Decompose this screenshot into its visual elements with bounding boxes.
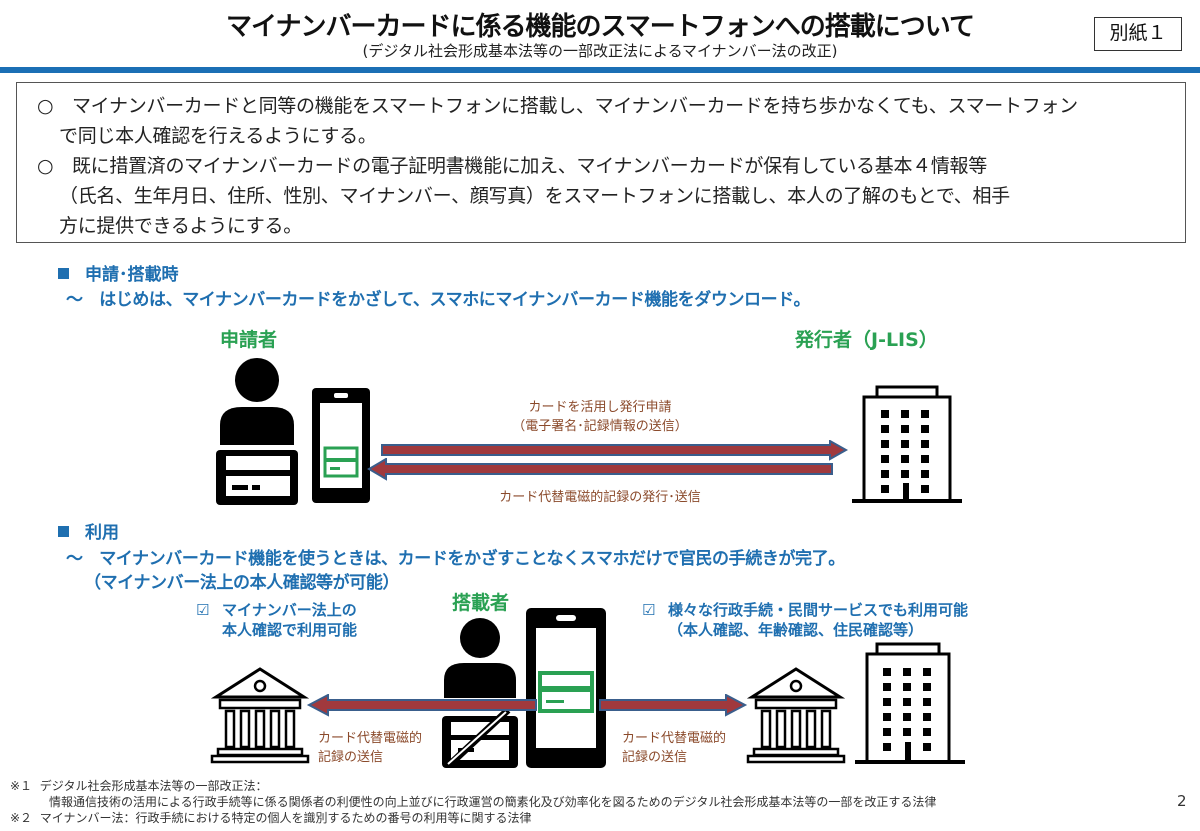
page-title: マイナンバーカードに係る機能のスマートフォンへの搭載について [226, 12, 975, 42]
summary-item-2-line2: （氏名、生年月日、住所、性別、マイナンバー、顔写真）をスマートフォンに搭載し、本… [59, 185, 1010, 207]
section-apply-heading-text: 申請･搭載時 [85, 265, 179, 285]
section-apply-heading: 申請･搭載時 [58, 260, 179, 285]
footnote-2-text: マイナンバー法：行政手続における特定の個人を識別するための番号の利用等に関する法… [39, 811, 532, 825]
footnote-2: ※２ マイナンバー法：行政手続における特定の個人を識別するための番号の利用等に関… [10, 811, 531, 826]
footnote-1: ※１ デジタル社会形成基本法等の一部改正法： [10, 779, 267, 794]
section-use-heading-text: 利用 [85, 523, 119, 543]
issue-arrow-left [366, 458, 836, 482]
request-arrow-label: カードを活用し発行申請 （電子署名･記録情報の送信） [470, 398, 730, 436]
page-number: 2 [1177, 792, 1187, 810]
right-note-line1: 様々な行政手続・民間サービスでも利用可能 [668, 601, 969, 619]
summary-item-1-line2: で同じ本人確認を行えるようにする。 [59, 125, 377, 147]
applicant-smartphone-icon [312, 388, 370, 503]
issue-arrow-label: カード代替電磁的記録の発行･送信 [499, 490, 701, 505]
government-building-left-icon [210, 665, 310, 765]
footnote-1-detail: 情報通信技術の活用による行政手続等に係る関係者の利便性の向上並びに行政運営の簡素… [49, 795, 937, 809]
left-note: ☑ マイナンバー法上の 本人確認で利用可能 [196, 600, 357, 640]
header-divider [0, 67, 1200, 73]
appendix-badge: 別紙１ [1094, 17, 1182, 51]
office-building-icon [855, 642, 965, 767]
square-bullet-icon [58, 526, 69, 537]
holder-person-icon [440, 618, 520, 768]
holder-label: 搭載者 [452, 592, 510, 614]
left-arrow-label-line2: 記録の送信 [318, 750, 384, 765]
left-note-line1: マイナンバー法上の [222, 601, 357, 619]
applicant-person-icon [212, 355, 302, 505]
right-arrow-label: カード代替電磁的 記録の送信 [622, 729, 726, 767]
request-arrow-label-line2: （電子署名･記録情報の送信） [512, 419, 688, 434]
issuer-label: 発行者（J-LIS） [795, 329, 938, 351]
checkbox-icon: ☑ [196, 601, 210, 619]
request-arrow-right [380, 440, 850, 464]
summary-item-2-line3: 方に提供できるようにする。 [59, 215, 302, 237]
summary-box: ○ マイナンバーカードと同等の機能をスマートフォンに搭載し、マイナンバーカードを… [16, 82, 1186, 243]
send-arrow-left [306, 694, 538, 718]
section-use-subheading-line1: ～ マイナンバーカード機能を使うときは、カードをかざすことなくスマホだけで官民の… [66, 549, 845, 569]
right-note-line2: （本人確認、年齢確認、住民確認等） [668, 621, 924, 639]
left-arrow-label-line1: カード代替電磁的 [318, 731, 423, 746]
square-bullet-icon [58, 268, 69, 279]
send-arrow-right [598, 694, 748, 718]
footnote-1-mark: ※１ [10, 779, 33, 793]
checkbox-icon: ☑ [642, 601, 656, 619]
section-apply-subheading: ～ はじめは、マイナンバーカードをかざして、スマホにマイナンバーカード機能をダウ… [66, 290, 811, 310]
right-arrow-label-line2: 記録の送信 [622, 750, 688, 765]
section-use-heading: 利用 [58, 518, 119, 543]
footnote-2-mark: ※２ [10, 811, 33, 825]
left-arrow-label: カード代替電磁的 記録の送信 [318, 729, 422, 767]
applicant-label: 申請者 [220, 329, 278, 351]
right-arrow-label-line1: カード代替電磁的 [622, 731, 727, 746]
page-subtitle: (デジタル社会形成基本法等の一部改正法によるマイナンバー法の改正) [362, 42, 838, 60]
request-arrow-label-line1: カードを活用し発行申請 [528, 400, 672, 415]
holder-smartphone-icon [526, 608, 606, 768]
summary-item-2-line1: ○ 既に措置済のマイナンバーカードの電子証明書機能に加え、マイナンバーカードが保… [37, 155, 987, 177]
summary-item-1-line1: ○ マイナンバーカードと同等の機能をスマートフォンに搭載し、マイナンバーカードを… [37, 95, 1078, 117]
right-note: ☑ 様々な行政手続・民間サービスでも利用可能 （本人確認、年齢確認、住民確認等） [642, 600, 968, 640]
issuer-building-icon [852, 385, 962, 505]
footnote-1-text: デジタル社会形成基本法等の一部改正法： [39, 779, 268, 793]
left-note-line2: 本人確認で利用可能 [222, 621, 358, 639]
section-use-subheading-line2: （マイナンバー法上の本人確認等が可能） [84, 573, 400, 593]
government-building-right-icon [746, 665, 846, 765]
